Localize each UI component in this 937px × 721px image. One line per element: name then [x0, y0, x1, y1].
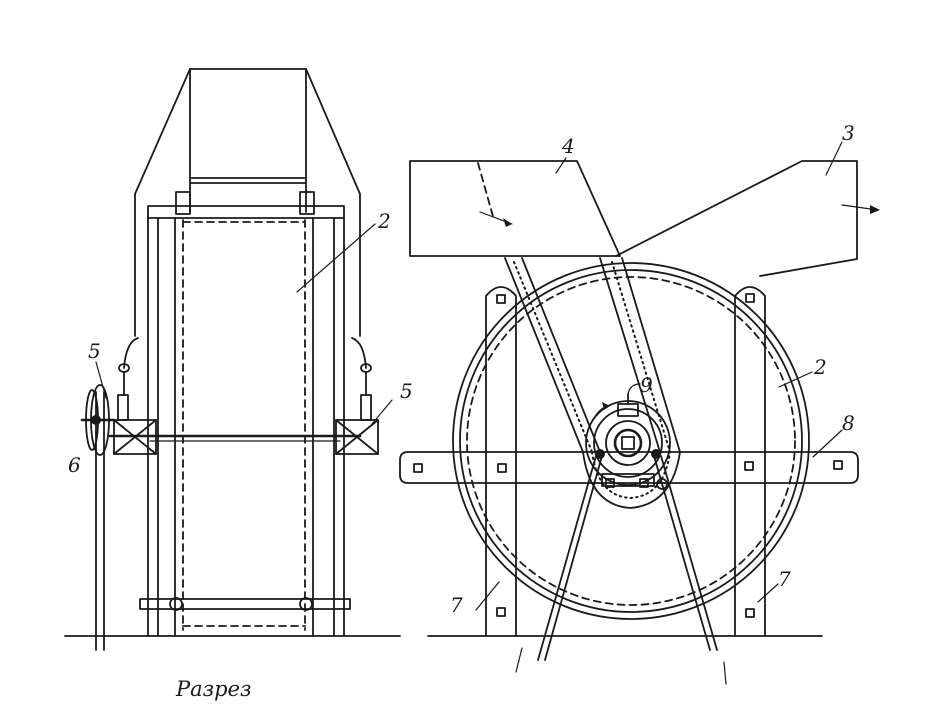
discharge-chute-3 — [615, 160, 880, 277]
column-left-7 — [485, 286, 517, 637]
bearing-left-5 — [113, 337, 157, 455]
cross-beam-8 — [399, 451, 859, 484]
label-front-9: 9 — [640, 373, 653, 397]
label-front-2: 2 — [813, 355, 827, 379]
label-side-6: 6 — [68, 453, 81, 477]
hopper — [134, 68, 361, 337]
hub — [585, 383, 671, 488]
front-view: 4 3 2 8 7 7 9 — [399, 121, 880, 685]
label-front-3: 3 — [842, 121, 855, 145]
drive-rods — [515, 455, 727, 685]
label-side-5-left: 5 — [88, 339, 101, 363]
label-front-7-left: 7 — [450, 593, 463, 617]
bearing-right-5 — [335, 337, 379, 455]
feed-box-4 — [409, 160, 621, 257]
label-side-2: 2 — [377, 209, 391, 233]
frame-posts — [147, 217, 345, 637]
caption: Разрез — [175, 677, 251, 701]
label-front-4: 4 — [561, 134, 575, 158]
side-section-view: 2 5 5 6 — [64, 68, 413, 651]
top-shaft — [147, 191, 345, 219]
pulley-6 — [80, 384, 116, 651]
drum-2 — [452, 262, 810, 620]
label-front-8: 8 — [842, 411, 855, 435]
drum-body-2 — [174, 217, 314, 637]
label-side-5-right: 5 — [400, 379, 413, 403]
bottom-shaft — [139, 597, 351, 611]
label-front-7-right: 7 — [778, 567, 791, 591]
leader-2-side — [296, 223, 376, 293]
elevator-arms — [504, 257, 681, 509]
